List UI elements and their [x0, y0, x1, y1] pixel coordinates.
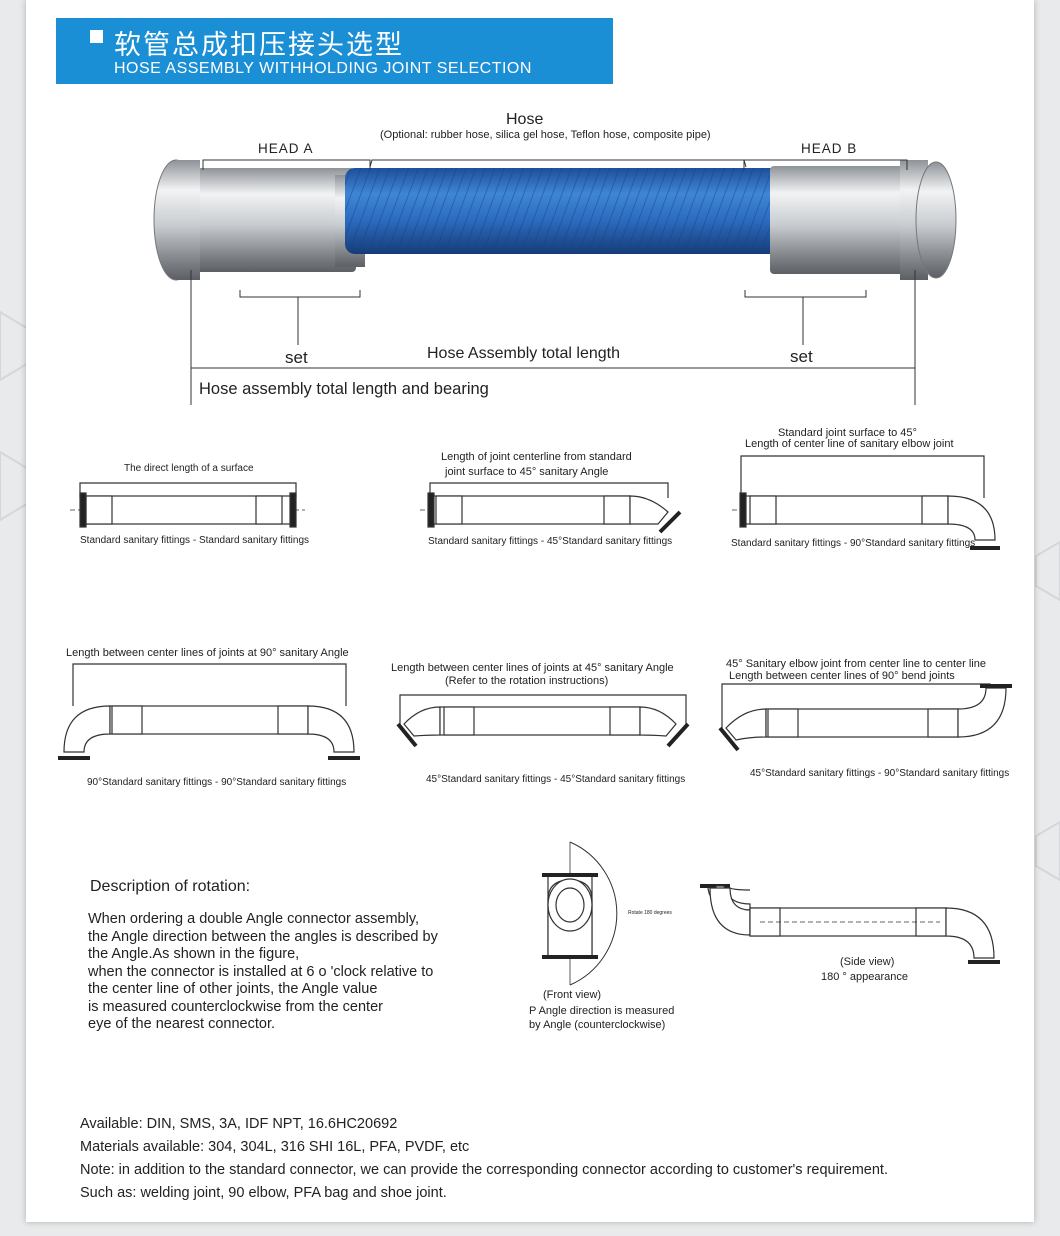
- fitting-diagram-2: [420, 482, 682, 534]
- set-left-label: set: [285, 348, 308, 367]
- footer-line: Note: in addition to the standard connec…: [80, 1162, 888, 1178]
- fitting-6-caption: 45°Standard sanitary fittings - 90°Stand…: [750, 768, 1010, 779]
- fitting-diagram-3: [732, 455, 1000, 550]
- fitting-6-top2: Length between center lines of 90° bend …: [729, 670, 955, 682]
- total-length-label: Hose Assembly total length: [427, 345, 620, 362]
- rotate-label: Rotate 180 degrees: [628, 910, 672, 916]
- front-view-caption-2: by Angle (counterclockwise): [529, 1019, 666, 1031]
- fitting-2-top: Length of joint centerline from standard: [441, 451, 632, 463]
- bullet-square-icon: [90, 30, 103, 43]
- footer-notes: Available: DIN, SMS, 3A, IDF NPT, 16.6HC…: [80, 1113, 888, 1205]
- title-chinese: 软管总成扣压接头选型: [114, 30, 404, 61]
- head-a-label: HEAD A: [258, 141, 314, 156]
- fitting-6-top: 45° Sanitary elbow joint from center lin…: [726, 658, 986, 670]
- set-right-label: set: [790, 347, 813, 366]
- front-view-caption-1: P Angle direction is measured: [529, 1005, 675, 1017]
- fitting-2-top2: joint surface to 45° sanitary Angle: [445, 466, 609, 478]
- fitting-3-top: Standard joint surface to 45°: [778, 427, 917, 439]
- side-view-label: (Side view): [840, 956, 895, 968]
- side-view-diagram: [700, 884, 1000, 964]
- rotation-line: the center line of other joints, the Ang…: [88, 981, 378, 997]
- fitting-1-caption: Standard sanitary fittings - Standard sa…: [80, 535, 310, 546]
- rotation-line: the Angle direction between the angles i…: [88, 928, 438, 945]
- rotation-line: the Angle.As shown in the figure,: [88, 946, 300, 962]
- rotation-line: when the connector is installed at 6 o '…: [88, 963, 434, 980]
- fitting-diagram-5: [396, 694, 690, 748]
- rotation-line: When ordering a double Angle connector a…: [88, 911, 420, 927]
- head-b-label: HEAD B: [801, 141, 858, 156]
- fitting-5-top2: (Refer to the rotation instructions): [445, 675, 609, 687]
- fitting-3-top2: Length of center line of sanitary elbow …: [745, 438, 954, 450]
- fitting-5-top: Length between center lines of joints at…: [391, 662, 674, 674]
- fitting-diagram-1: [70, 482, 305, 528]
- rotation-title: Description of rotation:: [90, 878, 251, 895]
- fitting-2-caption: Standard sanitary fittings - 45°Standard…: [428, 536, 673, 547]
- front-view-label: (Front view): [543, 989, 602, 1001]
- footer-line: Such as: welding joint, 90 elbow, PFA ba…: [80, 1185, 447, 1201]
- fitting-5-caption: 45°Standard sanitary fittings - 45°Stand…: [426, 774, 686, 785]
- front-view-diagram: [542, 841, 618, 986]
- fitting-diagram-6: [718, 683, 1012, 752]
- rotation-line: eye of the nearest connector.: [88, 1016, 276, 1032]
- fitting-4-top: Length between center lines of joints at…: [66, 647, 349, 659]
- fitting-3-caption: Standard sanitary fittings - 90°Standard…: [731, 538, 976, 549]
- hose-options-note: (Optional: rubber hose, silica gel hose,…: [380, 129, 711, 141]
- title-english: HOSE ASSEMBLY WITHHOLDING JOINT SELECTIO…: [114, 60, 532, 77]
- footer-line: Available: DIN, SMS, 3A, IDF NPT, 16.6HC…: [80, 1116, 398, 1132]
- hose-assembly-illustration: [153, 159, 957, 281]
- side-view-caption: 180 ° appearance: [821, 971, 908, 983]
- fitting-4-caption: 90°Standard sanitary fittings - 90°Stand…: [87, 777, 347, 788]
- footer-line: Materials available: 304, 304L, 316 SHI …: [80, 1139, 470, 1155]
- hose-label: Hose: [506, 111, 544, 128]
- fitting-diagram-4: [58, 663, 360, 760]
- total-length-bearing-label: Hose assembly total length and bearing: [199, 380, 489, 398]
- title-banner: 软管总成扣压接头选型 HOSE ASSEMBLY WITHHOLDING JOI…: [56, 18, 613, 84]
- rotation-line: is measured counterclockwise from the ce…: [88, 998, 383, 1015]
- fitting-1-top: The direct length of a surface: [124, 463, 254, 474]
- rotation-description: When ordering a double Angle connector a…: [88, 911, 438, 1034]
